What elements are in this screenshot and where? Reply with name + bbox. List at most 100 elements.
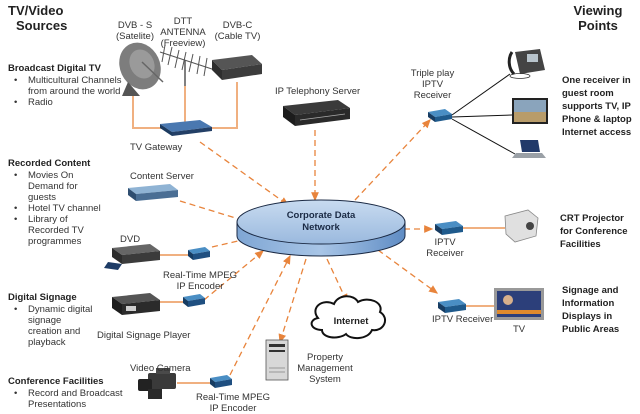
iptv-receiver-icon-2 bbox=[438, 299, 466, 313]
label-line: Facilities bbox=[560, 239, 601, 250]
label-line: Real-Time MPEG bbox=[195, 392, 271, 403]
section-title: Digital Signage bbox=[8, 292, 77, 303]
label-line: guest room bbox=[562, 88, 614, 99]
section-item: Movies On Demand for guests bbox=[14, 170, 108, 203]
label-line: IP Encoder bbox=[209, 403, 257, 414]
label-dvd: DVD bbox=[120, 234, 141, 245]
arrow-network-pms bbox=[278, 258, 307, 344]
link-tp-tv bbox=[451, 114, 513, 118]
tv-gateway-icon bbox=[160, 120, 212, 136]
section-recorded: Recorded Content Movies On Demand for gu… bbox=[8, 158, 108, 247]
mpeg-encoder-icon-2 bbox=[183, 294, 205, 307]
sources-header-line1: TV/Video bbox=[8, 3, 64, 18]
label-line: supports TV, IP bbox=[562, 101, 631, 112]
section-conference: Conference Facilities Record and Broadca… bbox=[8, 376, 128, 410]
arrow-encoder1-network bbox=[211, 234, 257, 248]
label-line: (Freeview) bbox=[160, 38, 206, 49]
ip-telephony-server-icon bbox=[283, 100, 350, 126]
section-title: Conference Facilities bbox=[8, 376, 104, 387]
label-line: Internet access bbox=[562, 127, 632, 138]
section-item: Multicultural Channels from around the w… bbox=[14, 75, 123, 97]
label-line: Receiver bbox=[413, 90, 452, 101]
arrow-network-tp bbox=[354, 119, 431, 201]
arrow-encoder3-network bbox=[229, 254, 291, 376]
arrow-gateway-network bbox=[199, 141, 290, 206]
section-signage: Digital Signage Dynamic digital signage … bbox=[8, 292, 93, 348]
guest-tv-icon bbox=[512, 98, 548, 124]
label-line: Corporate Data bbox=[286, 210, 356, 221]
section-broadcast: Broadcast Digital TV Multicultural Chann… bbox=[8, 63, 123, 108]
pms-server-icon bbox=[265, 339, 289, 381]
viewing-guest-room: One receiver in guest room supports TV, I… bbox=[562, 74, 632, 139]
label-content-server: Content Server bbox=[130, 171, 194, 182]
label-dvb-s: DVB - S(Satelite) bbox=[110, 20, 160, 42]
signage-player-icon bbox=[112, 293, 160, 315]
label-line: Property bbox=[307, 352, 343, 363]
satellite-dish-icon bbox=[119, 42, 164, 96]
label-line: IPTV bbox=[434, 237, 456, 248]
label-line: DVB-C bbox=[222, 20, 253, 31]
section-item: Radio bbox=[14, 97, 123, 108]
sources-header-line2: Sources bbox=[16, 18, 68, 33]
triple-play-receiver-icon bbox=[428, 109, 452, 122]
projector-icon bbox=[504, 209, 539, 243]
mpeg-encoder-icon-1 bbox=[188, 247, 210, 260]
label-line: (Cable TV) bbox=[214, 31, 261, 42]
label-line: ANTENNA bbox=[160, 27, 206, 38]
label-dvb-c: DVB-C(Cable TV) bbox=[210, 20, 265, 42]
link-dvbs-gateway bbox=[132, 95, 165, 129]
label-line: for Conference bbox=[560, 226, 628, 237]
solid-links bbox=[132, 82, 505, 384]
sources-header: TV/Video Sources bbox=[8, 3, 67, 33]
viewing-points-header: Viewing Points bbox=[568, 3, 628, 33]
label-tv: TV bbox=[513, 324, 526, 335]
label-signage-player: Digital Signage Player bbox=[97, 330, 191, 341]
label-tv-gateway: TV Gateway bbox=[130, 142, 183, 153]
antenna-icon bbox=[159, 44, 216, 86]
viewing-header-line2: Points bbox=[578, 18, 618, 33]
label-iptv-receiver-2: IPTV Receiver bbox=[432, 314, 494, 325]
label-line: IPTV bbox=[421, 79, 444, 90]
viewing-header-line1: Viewing bbox=[573, 3, 623, 18]
label-line: DTT bbox=[173, 16, 193, 27]
label-line: Information bbox=[562, 298, 615, 309]
label-line: Displays in bbox=[562, 311, 613, 322]
section-title: Broadcast Digital TV bbox=[8, 63, 101, 74]
label-line: One receiver in bbox=[562, 75, 631, 86]
label-line: Phone & laptop bbox=[562, 114, 632, 125]
section-item: Dynamic digital signage creation and pla… bbox=[14, 304, 93, 348]
arrow-network-iptv2 bbox=[377, 249, 439, 294]
section-item: Hotel TV channel bbox=[14, 203, 108, 214]
link-tp-phone bbox=[451, 73, 511, 116]
label-line: Network bbox=[302, 222, 340, 233]
label-video-camera: Video Camera bbox=[130, 363, 191, 374]
iptv-receiver-icon-1 bbox=[435, 221, 463, 235]
label-internet: Internet bbox=[333, 316, 369, 327]
label-line: Real-Time MPEG bbox=[162, 270, 238, 281]
link-tp-laptop bbox=[451, 118, 516, 155]
label-ip-telephony: IP Telephony Server bbox=[275, 86, 361, 97]
content-server-icon bbox=[128, 184, 178, 201]
label-line: Management bbox=[297, 363, 353, 374]
network-label: Corporate Data Network bbox=[271, 210, 371, 234]
dvd-player-icon bbox=[104, 244, 160, 270]
label-line: DVB - S bbox=[117, 20, 153, 31]
arrow-network-internet bbox=[326, 258, 348, 304]
section-title: Recorded Content bbox=[8, 158, 91, 169]
label-line: (Satelite) bbox=[115, 31, 154, 42]
link-dvbc-gateway bbox=[210, 82, 238, 129]
section-item: Record and Broadcast Presentations bbox=[14, 388, 128, 410]
label-line: IP Encoder bbox=[176, 281, 224, 292]
label-line: System bbox=[309, 374, 341, 385]
cable-box-icon bbox=[212, 55, 262, 80]
arrow-encoder2-network bbox=[203, 250, 265, 301]
mpeg-encoder-icon-3 bbox=[210, 375, 232, 388]
